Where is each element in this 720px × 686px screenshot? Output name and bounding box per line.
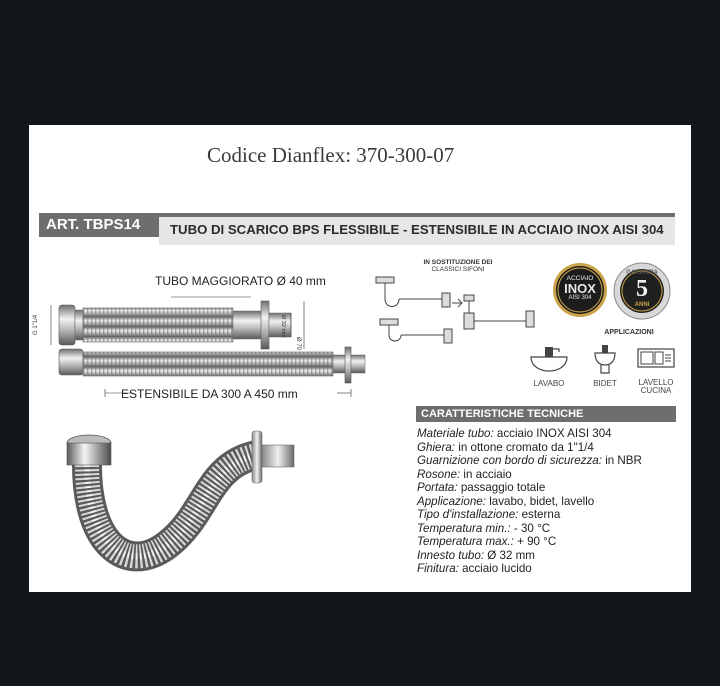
spec-key: Applicazione: (417, 494, 486, 508)
spec-key: Temperatura min.: (417, 521, 511, 535)
label-tubo-maggiorato: TUBO MAGGIORATO Ø 40 mm (155, 274, 326, 288)
application-bidet: BIDET (593, 379, 617, 388)
application-lavabo: LAVABO (533, 379, 565, 388)
spec-value: acciaio INOX AISI 304 (493, 427, 612, 440)
pipe-diagram-bottom (58, 346, 366, 397)
spec-row: Temperatura max.: + 90 °C (417, 535, 642, 549)
application-lavello-line-1: LAVELLO (638, 378, 674, 387)
replacement-line-2: CLASSICI SIFONI (431, 266, 485, 273)
spec-row: Temperatura min.: - 30 °C (417, 522, 642, 536)
spec-key: Portata: (417, 481, 458, 494)
warranty-line-3: ANNI (634, 302, 650, 308)
product-code-title: Codice Dianflex: 370-300-07 (207, 143, 455, 167)
article-description: TUBO DI SCARICO BPS FLESSIBILE - ESTENSI… (159, 217, 675, 245)
spec-key: Innesto tubo: (417, 548, 485, 562)
s-pipe-image (66, 430, 295, 572)
label-estensibile: ESTENSIBILE DA 300 A 450 mm (121, 387, 298, 401)
spec-row: Materiale tubo: acciaio INOX AISI 304 (417, 427, 642, 441)
spec-value: - 30 °C (510, 521, 551, 535)
applications-title: APPLICAZIONI (604, 329, 654, 336)
application-lavello-line-2: CUCINA (640, 386, 672, 395)
spec-row: Finitura: acciaio lucido (417, 562, 642, 576)
spec-value: in ottone cromato da 1"1/4 (455, 440, 594, 454)
replacement-line-1: IN SOSTITUZIONE DEI (423, 259, 493, 266)
spec-value: in NBR (601, 454, 642, 467)
inox-badge-text: ACCIAIO INOX AISI 304 (552, 275, 608, 302)
spec-key: Materiale tubo: (417, 427, 494, 440)
spec-value: esterna (518, 508, 561, 521)
warranty-badge-text: GARANZIA 5 ANNI (613, 269, 671, 309)
pipe-diagram-top (50, 296, 305, 350)
spec-key: Temperatura max.: (417, 535, 514, 548)
spec-value: in acciaio (460, 467, 512, 481)
spec-value: Ø 32 mm (484, 548, 535, 562)
spec-value: lavabo, bidet, lavello (485, 494, 595, 508)
spec-key: Guarnizione con bordo di sicurezza: (417, 454, 602, 467)
inox-line-2: INOX (564, 281, 596, 296)
article-bar-line (159, 213, 675, 217)
dim-thread: G 1"1/4 (33, 314, 39, 335)
article-bar: ART. TBPS14 TUBO DI SCARICO BPS FLESSIBI… (39, 213, 675, 245)
spec-row: Tipo d'installazione: esterna (417, 508, 642, 522)
warranty-line-1: GARANZIA (626, 270, 658, 276)
spec-key: Rosone: (417, 467, 461, 481)
spec-key: Finitura: (417, 562, 459, 575)
inox-line-3: AISI 304 (568, 295, 592, 301)
inox-line-1: ACCIAIO (566, 275, 594, 282)
kitchen-sink-icon (637, 348, 675, 368)
article-code: ART. TBPS14 (39, 213, 166, 237)
spec-row: Portata: passaggio totale (417, 481, 642, 495)
spec-key: Tipo d'installazione: (417, 508, 519, 521)
spec-row: Guarnizione con bordo di sicurezza: in N… (417, 454, 642, 468)
replacement-caption: IN SOSTITUZIONE DEI CLASSICI SIFONI (413, 259, 503, 273)
product-sheet: Codice Dianflex: 370-300-07 ART. TBPS14 … (29, 125, 691, 592)
application-lavello-cucina: LAVELLO CUCINA (631, 379, 681, 395)
spec-value: acciaio lucido (458, 562, 532, 575)
warranty-badge (613, 262, 671, 320)
washbasin-icon (530, 347, 568, 372)
spec-value: passaggio totale (457, 481, 546, 494)
dim-32: Ø 32 mm (280, 315, 286, 338)
spec-row: Applicazione: lavabo, bidet, lavello (417, 495, 642, 509)
siphon-replacement-icon (375, 276, 535, 344)
spec-row: Rosone: in acciaio (417, 468, 642, 482)
spec-row: Ghiera: in ottone cromato da 1"1/4 (417, 441, 642, 455)
inox-badge (553, 263, 607, 317)
spec-row: Innesto tubo: Ø 32 mm (417, 549, 642, 563)
spec-key: Ghiera: (417, 440, 456, 454)
specs-title: CARATTERISTICHE TECNICHE (416, 406, 676, 422)
warranty-number: 5 (636, 276, 648, 302)
spec-value: + 90 °C (513, 535, 557, 548)
specs-list: Materiale tubo: acciaio INOX AISI 304 Gh… (417, 427, 642, 576)
bidet-icon (594, 345, 616, 374)
